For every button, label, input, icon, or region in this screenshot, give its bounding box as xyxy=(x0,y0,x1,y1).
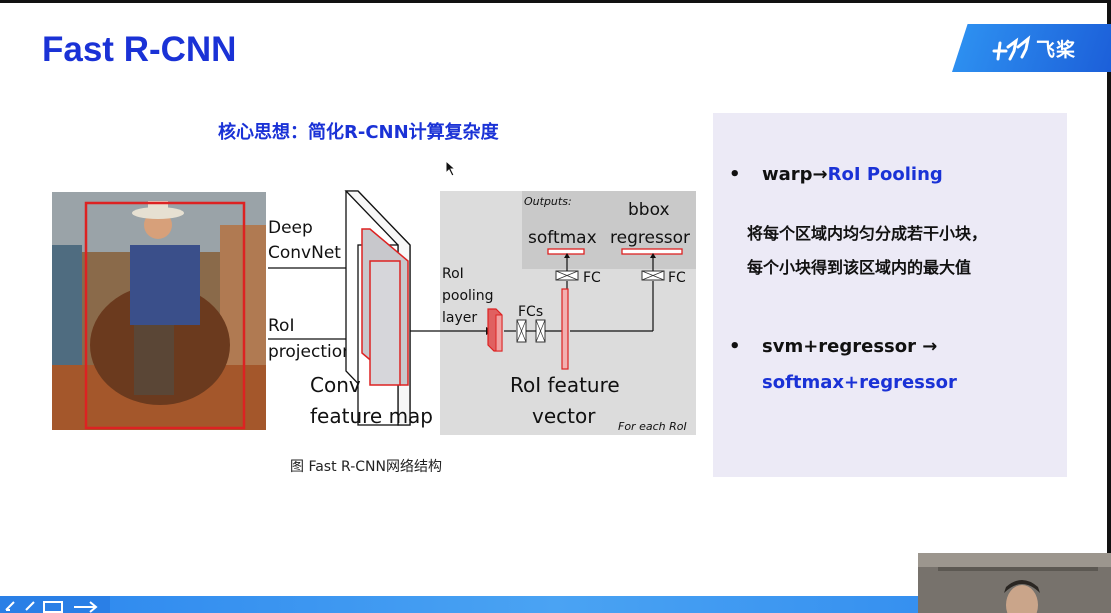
slide-subtitle: 核心思想：简化R-CNN计算复杂度 xyxy=(218,122,499,143)
input-photo xyxy=(52,192,266,430)
nav-arrows-icon[interactable] xyxy=(4,598,104,613)
bbox-output-bar xyxy=(621,248,683,255)
label-outputs: Outputs: xyxy=(524,195,572,208)
roi-pooling-highlight: RoI Pooling xyxy=(827,164,943,185)
label-conv: Conv xyxy=(310,373,361,397)
bullet-dot: • xyxy=(729,164,741,185)
screen-right-border xyxy=(1107,0,1111,613)
label-vector: vector xyxy=(532,404,596,428)
fast-rcnn-diagram: Deep ConvNet RoI projection Conv feature… xyxy=(52,190,696,435)
screen-top-border xyxy=(0,0,1111,3)
bottom-decor-bar xyxy=(0,596,1111,613)
label-roi: RoI xyxy=(268,316,294,336)
slide-title: Fast R-CNN xyxy=(42,30,237,69)
label-for-each-roi: For each RoI xyxy=(618,420,687,433)
label-softmax: softmax xyxy=(528,228,597,248)
roi-pooling-desc-line2: 每个小块得到该区域内的最大值 xyxy=(747,258,972,277)
conv-feature-map xyxy=(344,190,411,426)
label-fcs: FCs xyxy=(518,304,543,320)
bullet-warp-text: warp→RoI Pooling xyxy=(762,164,943,185)
key-points-panel xyxy=(713,113,1067,477)
label-regressor: regressor xyxy=(610,228,690,248)
label-pool-roi: RoI xyxy=(442,266,464,282)
roi-feature-vector xyxy=(561,288,569,370)
label-bbox: bbox xyxy=(628,200,670,220)
label-pooling: pooling xyxy=(442,288,494,304)
mouse-cursor-icon xyxy=(445,160,457,177)
label-deep: Deep xyxy=(268,218,313,238)
figure-caption: 图 Fast R-CNN网络结构 xyxy=(290,459,442,475)
paddle-logo-icon xyxy=(992,35,1031,61)
presenter-video xyxy=(918,553,1111,613)
warp-prefix: warp→ xyxy=(762,164,828,185)
label-fc-2: FC xyxy=(668,270,686,286)
webcam-overlay xyxy=(918,553,1111,613)
outputs-box xyxy=(522,191,696,269)
label-layer: layer xyxy=(442,310,477,326)
label-fc-1: FC xyxy=(583,270,601,286)
roi-pooling-desc-line1: 将每个区域内均匀分成若干小块， xyxy=(747,224,988,243)
label-roi-feature: RoI feature xyxy=(510,373,620,397)
paddle-logo: 飞桨 xyxy=(990,30,1100,66)
label-convnet: ConvNet xyxy=(268,243,341,263)
label-projection: projection xyxy=(268,342,353,362)
softmax-regressor-text: softmax+regressor xyxy=(762,372,957,393)
bullet-dot: • xyxy=(729,336,741,357)
label-feature-map: feature map xyxy=(310,404,433,428)
softmax-output-bar xyxy=(547,248,585,255)
svm-text: svm+regressor → xyxy=(762,336,938,357)
logo-text: 飞桨 xyxy=(1036,38,1077,61)
